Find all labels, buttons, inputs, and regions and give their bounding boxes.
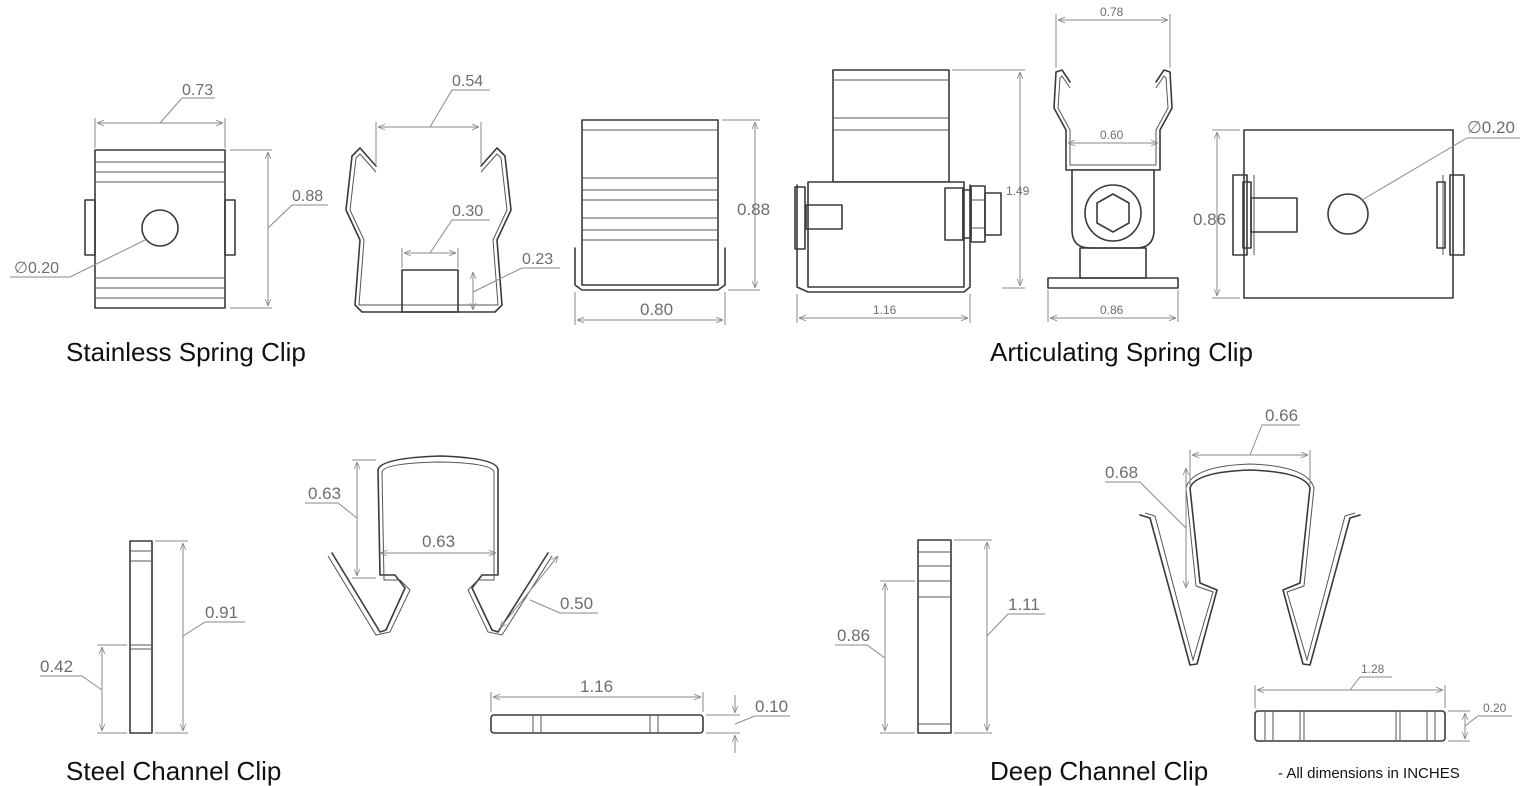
sc-side-half-label: 0.42 <box>40 657 73 676</box>
steel-end-dims: 0.63 0.63 0.50 <box>305 459 598 628</box>
deep-side-view <box>917 539 952 734</box>
as-side-height-label: 1.49 <box>1006 184 1030 198</box>
dc-end-width-label: 0.66 <box>1265 406 1298 425</box>
articulating-top-view <box>1232 129 1465 299</box>
sc-bottom-thick-label: 0.10 <box>755 697 788 716</box>
articulating-end-dims: 0.78 0.60 0.86 <box>1047 5 1179 322</box>
dc-side-height-label: 1.11 <box>1008 595 1040 614</box>
ss-hole-label: ∅0.20 <box>14 260 59 277</box>
title-steel-channel-clip: Steel Channel Clip <box>66 756 281 786</box>
sc-side-height-label: 0.91 <box>205 603 238 622</box>
stainless-side-view <box>345 147 512 313</box>
title-deep-channel-clip: Deep Channel Clip <box>990 756 1208 786</box>
stainless-end-view <box>574 119 726 291</box>
ss-side-height-label: 0.23 <box>522 251 553 268</box>
stainless-side-dims: 0.54 0.30 0.23 <box>375 73 560 310</box>
stainless-front-view <box>84 149 236 309</box>
sc-end-height-label: 0.63 <box>308 484 341 503</box>
dc-bottom-length-label: 1.28 <box>1361 662 1385 676</box>
sc-end-width-label: 0.63 <box>422 532 455 551</box>
deep-side-dims: 1.11 0.86 <box>835 539 1045 734</box>
ss-side-inner-label: 0.30 <box>452 203 483 220</box>
stainless-end-dims: 0.88 0.80 <box>574 119 770 325</box>
as-top-height-label: 0.86 <box>1193 210 1226 229</box>
units-note: - All dimensions in INCHES <box>1278 765 1460 782</box>
deep-end-view <box>1139 463 1361 666</box>
dc-end-height-label: 0.68 <box>1105 463 1138 482</box>
as-top-hole-label: ∅0.20 <box>1467 118 1515 137</box>
deep-end-dims: 0.66 0.68 <box>1105 406 1311 588</box>
as-end-top-label: 0.78 <box>1100 5 1124 19</box>
ss-front-width-label: 0.73 <box>182 82 213 99</box>
dc-bottom-thick-label: 0.20 <box>1483 701 1507 715</box>
ss-end-height-label: 0.88 <box>737 200 770 219</box>
articulating-top-dims: 0.86 ∅0.20 <box>1193 118 1520 299</box>
as-side-width-label: 1.16 <box>873 303 897 317</box>
sc-leg-label: 0.50 <box>560 594 593 613</box>
sc-bottom-length-label: 1.16 <box>580 677 613 696</box>
steel-bottom-dims: 1.16 0.10 <box>490 677 790 753</box>
steel-bottom-view <box>490 714 704 734</box>
deep-bottom-view <box>1254 710 1446 742</box>
title-stainless-spring-clip: Stainless Spring Clip <box>66 337 306 367</box>
ss-end-width-label: 0.80 <box>640 300 673 319</box>
steel-side-dims: 0.91 0.42 <box>40 540 245 734</box>
title-articulating-spring-clip: Articulating Spring Clip <box>990 337 1253 367</box>
as-end-inner-label: 0.60 <box>1100 128 1124 142</box>
stainless-front-dims: 0.73 0.88 ∅0.20 <box>10 82 328 309</box>
ss-front-height-label: 0.88 <box>292 188 323 205</box>
dc-side-part-label: 0.86 <box>837 626 870 645</box>
articulating-side-dims: 1.49 1.16 <box>796 69 1030 323</box>
ss-side-top-label: 0.54 <box>452 73 483 90</box>
steel-side-view <box>129 540 153 734</box>
steel-end-view <box>327 455 553 636</box>
articulating-end-view <box>1047 69 1179 289</box>
deep-bottom-dims: 1.28 0.20 <box>1254 662 1512 742</box>
articulating-side-view <box>794 69 1002 293</box>
as-end-base-label: 0.86 <box>1100 303 1124 317</box>
